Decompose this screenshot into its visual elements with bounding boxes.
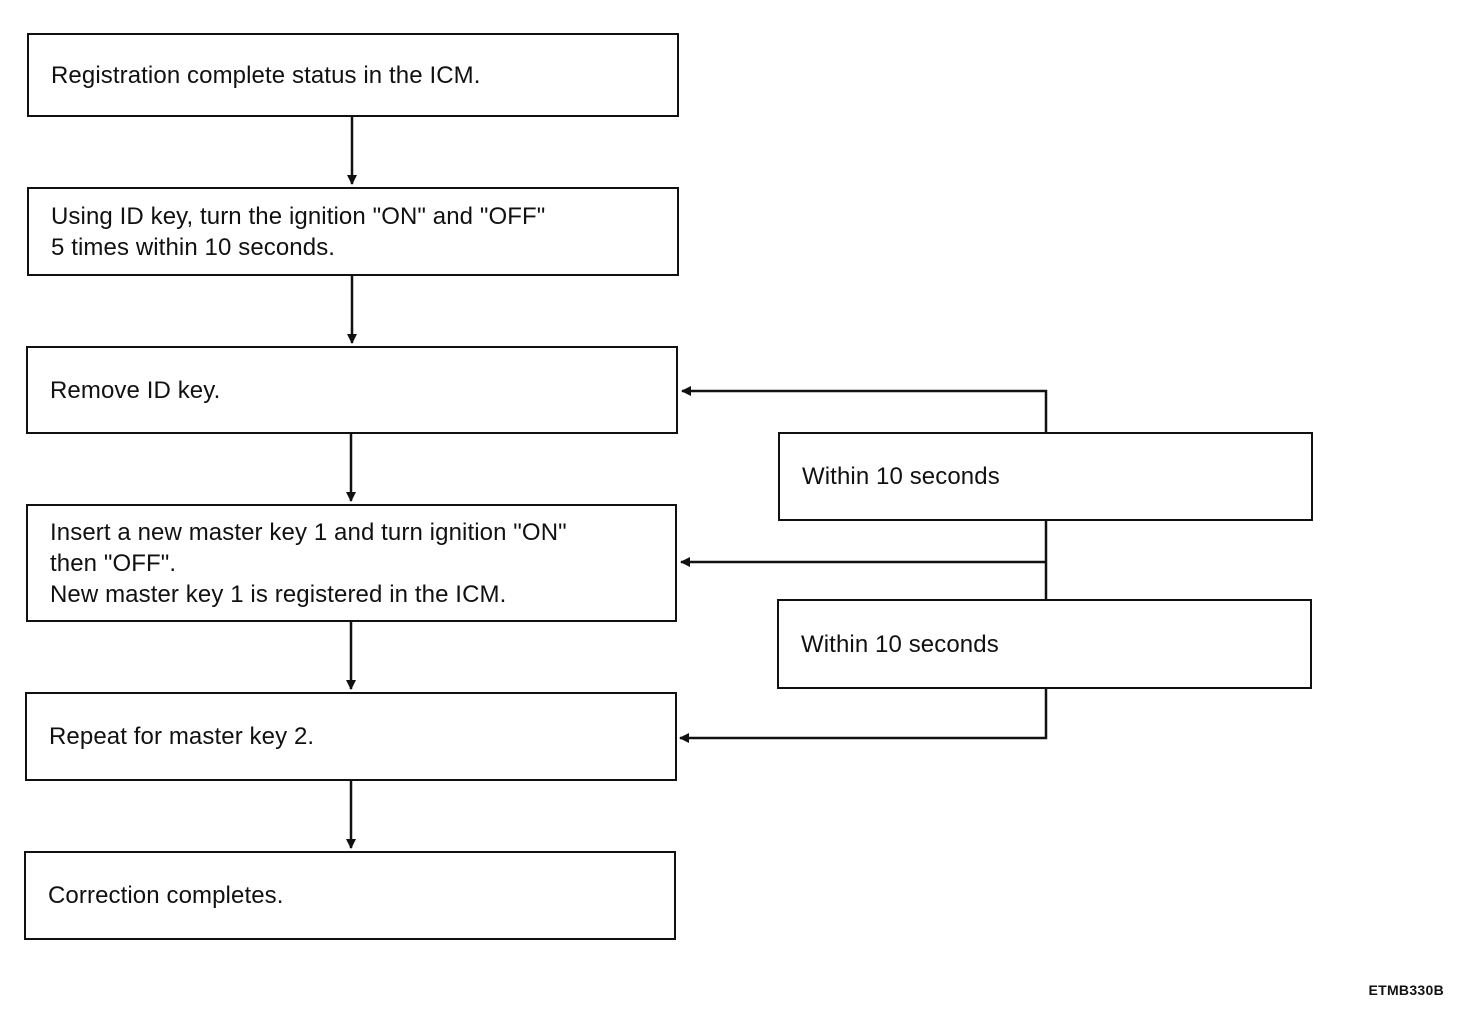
figure-code: ETMB330B: [1368, 982, 1444, 998]
timing-note-label: Within 10 seconds: [802, 463, 1000, 490]
step-label: Remove ID key.: [50, 376, 221, 404]
arrow-note2-to-step5: [679, 688, 1048, 743]
step-repeat-master-key-2: Repeat for master key 2.: [25, 692, 677, 781]
step-label: Repeat for master key 2.: [49, 723, 315, 750]
timing-note-label: Within 10 seconds: [801, 630, 999, 658]
step-insert-master-key-1: Insert a new master key 1 and turn ignit…: [26, 504, 677, 622]
step-label: Correction completes.: [48, 882, 284, 909]
arrow-note1-to-step3: [681, 386, 1048, 433]
step-label: Using ID key, turn the ignition "ON" and…: [51, 202, 546, 261]
timing-note-1: Within 10 seconds: [778, 432, 1313, 521]
step-ignition-cycle: Using ID key, turn the ignition "ON" and…: [27, 187, 679, 276]
step-label: Registration complete status in the ICM.: [51, 61, 481, 89]
step-remove-id-key: Remove ID key.: [26, 346, 678, 434]
step-label: Insert a new master key 1 and turn ignit…: [50, 518, 567, 608]
step-correction-completes: Correction completes.: [24, 851, 676, 940]
timing-note-2: Within 10 seconds: [777, 599, 1312, 689]
step-registration-complete: Registration complete status in the ICM.: [27, 33, 679, 117]
